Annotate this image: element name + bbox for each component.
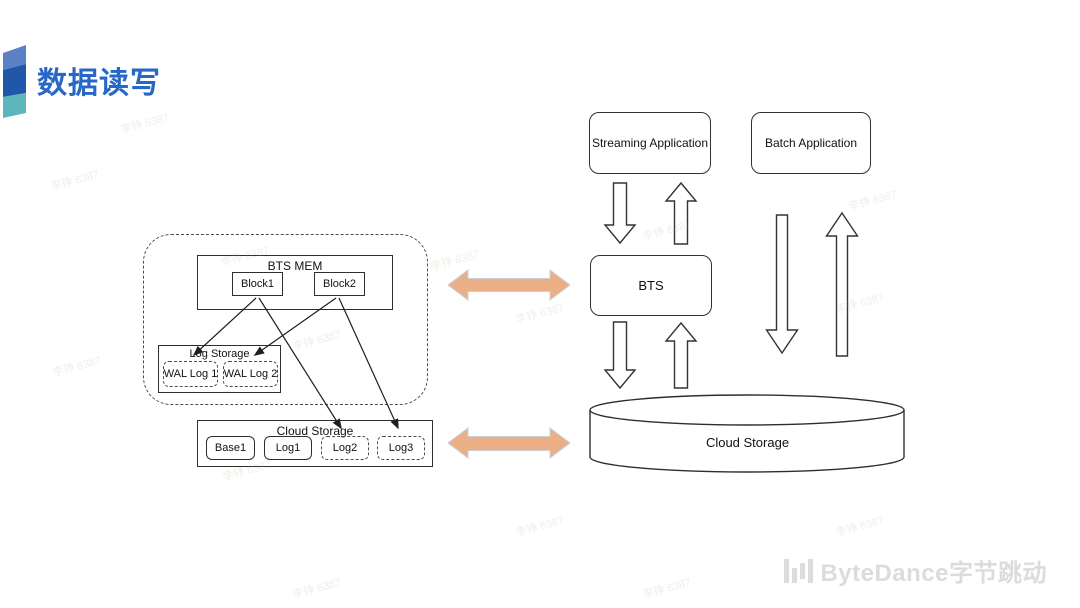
arrow-streaming-to-bts-down — [603, 182, 637, 245]
watermark: 李铮 6387 — [291, 576, 343, 602]
arrow-btsmem-bts-bidirectional — [447, 269, 571, 301]
streaming-application-box: Streaming Application — [589, 112, 711, 174]
bytedance-logo-text: ByteDance字节跳动 — [820, 560, 1047, 587]
watermark: 李铮 6387 — [119, 111, 171, 137]
arrow-batch-to-cloud-down — [765, 214, 799, 355]
bytedance-logo: ByteDance字节跳动 — [783, 553, 1047, 588]
watermark: 李铮 6387 — [834, 514, 886, 540]
arrow-cloud-to-batch-up — [825, 211, 859, 357]
block2-box: Block2 — [314, 272, 365, 296]
watermark: 李铮 6387 — [847, 188, 899, 214]
bytedance-logo-icon — [784, 558, 814, 583]
title-ribbon-icon — [3, 45, 26, 118]
wal-log2-box: WAL Log 2 — [223, 361, 278, 387]
cloud-storage-cylinder-label: Cloud Storage — [705, 435, 790, 450]
orange-sync-arrows — [447, 269, 571, 459]
cloud-storage-cylinder — [589, 394, 905, 473]
log1-box: Log1 — [264, 436, 312, 460]
arrow-cloudstorage-bidirectional — [447, 427, 571, 459]
watermark: 李铮 6387 — [49, 168, 101, 194]
block1-box: Block1 — [232, 272, 283, 296]
log2-box: Log2 — [321, 436, 369, 460]
watermark: 李铮 6387 — [641, 218, 693, 244]
ribbon-band-teal — [3, 93, 26, 118]
watermark: 李铮 6387 — [429, 248, 481, 274]
ribbon-band-light-blue — [3, 45, 26, 70]
wal-log1-box: WAL Log 1 — [163, 361, 218, 387]
arrow-cloud-to-bts-up — [664, 321, 698, 389]
watermark: 李铮 6387 — [514, 301, 566, 327]
log3-box: Log3 — [377, 436, 425, 460]
bts-box: BTS — [590, 255, 712, 316]
page-title: 数据读写 — [37, 67, 161, 100]
ribbon-band-dark-blue — [3, 64, 26, 97]
batch-application-box: Batch Application — [751, 112, 871, 174]
bts-mem-label: BTS MEM — [267, 259, 323, 273]
arrow-bts-to-streaming-up — [664, 181, 698, 245]
watermark: 李铮 6387 — [514, 514, 566, 540]
arrow-bts-to-cloud-down — [603, 321, 637, 390]
base1-box: Base1 — [206, 436, 255, 460]
watermark: 李铮 6387 — [834, 291, 886, 317]
watermark: 李铮 6387 — [641, 576, 693, 602]
log-storage-label: Log Storage — [189, 348, 250, 360]
watermark: 李铮 6387 — [51, 354, 103, 380]
